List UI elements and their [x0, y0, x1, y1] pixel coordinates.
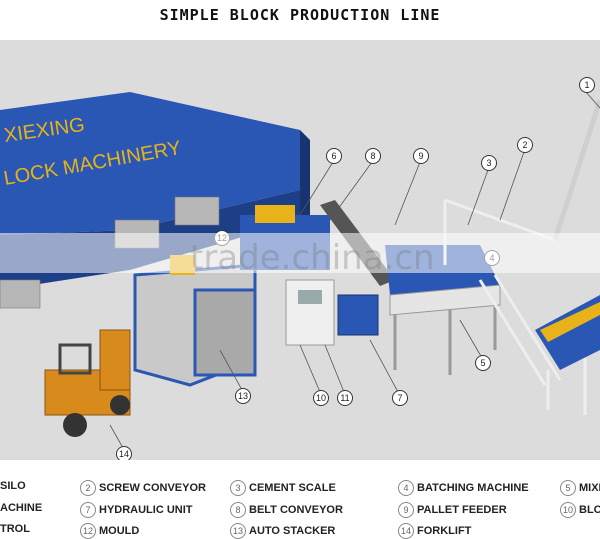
callout-7: 7	[392, 390, 408, 406]
legend-item: 5MIXE	[560, 480, 600, 496]
callout-1: 1	[579, 77, 595, 93]
legend-item: TROL	[0, 523, 30, 535]
callout-8: 8	[365, 148, 381, 164]
warehouse-roof	[0, 92, 300, 235]
legend-item: SILO	[0, 480, 26, 492]
legend-item: ACHINE	[0, 502, 43, 514]
callout-6: 6	[326, 148, 342, 164]
callout-2: 2	[517, 137, 533, 153]
callout-3: 3	[481, 155, 497, 171]
callout-5: 5	[475, 355, 491, 371]
page-title: SIMPLE BLOCK PRODUCTION LINE	[159, 6, 441, 24]
callout-13: 13	[235, 388, 251, 404]
callout-9: 9	[413, 148, 429, 164]
callout-14: 14	[116, 446, 132, 460]
watermark-band	[0, 233, 600, 273]
callout-10: 10	[313, 390, 329, 406]
watermark: trade.china.cn	[190, 238, 435, 278]
callout-11: 11	[337, 390, 353, 406]
